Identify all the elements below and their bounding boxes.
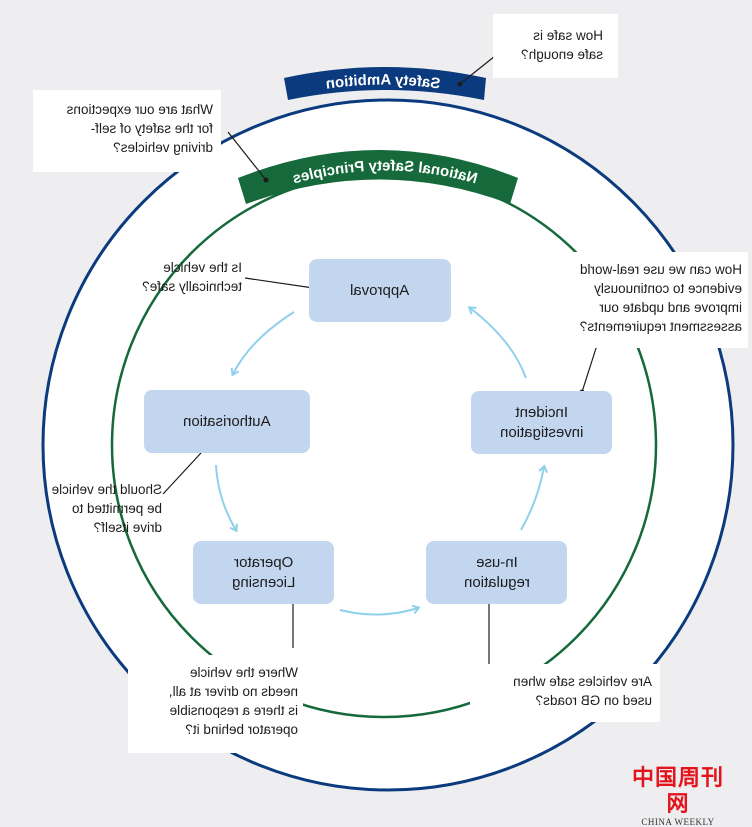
flow-arrows [215, 306, 548, 616]
question-operator-licensing: Where the vehicle needs no driver at all… [128, 655, 303, 753]
question-incident-investigation-text: How can we use real-world evidence to co… [579, 262, 742, 334]
node-authorisation-label: Authorisation [183, 412, 271, 430]
node-in-use-regulation-label: In-use regulation [463, 553, 530, 591]
arrow-authorisation-to-operator [215, 464, 238, 533]
watermark-english: CHINA WEEKLY [641, 817, 715, 827]
question-in-use-regulation-text: Are vehicles safe when used on GB roads? [513, 674, 652, 708]
inner-question-callout: What are our expections for the safety o… [33, 90, 221, 172]
node-operator-licensing[interactable]: Operator Licensing [193, 541, 334, 604]
question-approval: Is the vehicle technically safe? [130, 258, 242, 296]
leader-inner [227, 131, 267, 181]
question-authorisation: Should the vehicle be permitted to drive… [8, 480, 162, 558]
question-incident-investigation: How can we use real-world evidence to co… [532, 252, 748, 348]
question-in-use-regulation: Are vehicles safe when used on GB roads? [470, 664, 660, 722]
outer-question-callout: How safe is safe enough? [493, 14, 618, 78]
outer-question-text: How safe is safe enough? [521, 28, 603, 62]
inner-question-text: What are our expections for the safety o… [66, 102, 213, 155]
node-operator-licensing-label: Operator Licensing [231, 553, 296, 591]
node-approval-label: Approval [350, 281, 410, 299]
question-authorisation-text: Should the vehicle be permitted to drive… [51, 482, 162, 535]
arrow-approval-to-authorisation [230, 311, 295, 377]
arrow-operator-to-inuse [339, 604, 421, 616]
node-in-use-regulation[interactable]: In-use regulation [426, 541, 567, 604]
node-authorisation[interactable]: Authorisation [144, 390, 310, 453]
safety-ambition-ring [41, 98, 735, 792]
arrow-incident-to-approval [467, 306, 527, 379]
node-incident-investigation-label: Incident investigation [499, 403, 584, 441]
node-incident-investigation[interactable]: Incident investigation [471, 391, 612, 454]
china-weekly-watermark: 中国周刊网 CHINA WEEKLY [628, 765, 728, 827]
arrow-inuse-to-incident [520, 464, 548, 531]
question-approval-text: Is the vehicle technically safe? [142, 260, 242, 294]
node-approval[interactable]: Approval [309, 259, 451, 322]
watermark-chinese: 中国周刊网 [631, 765, 724, 817]
national-safety-principles-banner [238, 150, 518, 204]
safety-ambition-banner [284, 67, 486, 100]
leader-incident [581, 341, 599, 393]
question-operator-licensing-text: Where the vehicle needs no driver at all… [168, 665, 298, 737]
